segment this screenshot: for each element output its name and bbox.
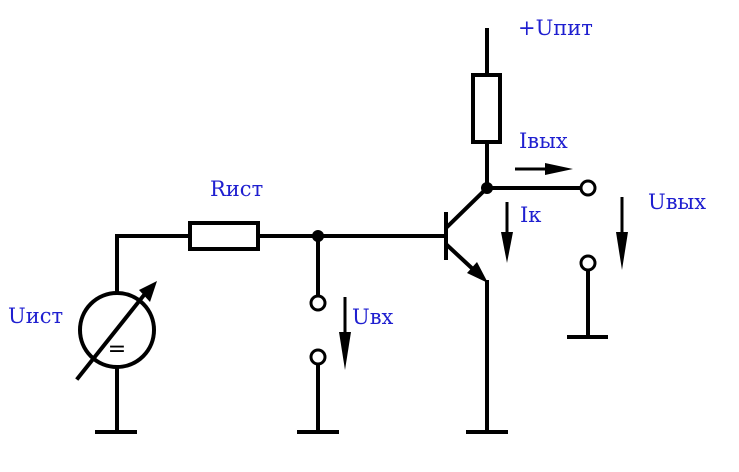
- input-voltage-arrow: [339, 297, 351, 370]
- collector-resistor: [471, 73, 502, 144]
- output-voltage-label: Uвых: [648, 190, 706, 214]
- output-current-arrow: [515, 163, 573, 175]
- voltage-source-adjust-line: [75, 287, 151, 381]
- input-voltage-label: Uвх: [352, 305, 394, 329]
- supply-label: +Uпит: [518, 16, 593, 40]
- collector-current-arrow: [501, 202, 513, 263]
- output-voltage-arrow: [616, 197, 628, 270]
- input-terminal-bottom: [309, 348, 327, 366]
- input-terminal-top: [309, 294, 327, 312]
- collector-current-label: Iк: [520, 203, 541, 227]
- source-resistor-label: Rист: [210, 177, 263, 201]
- source-voltage-label: Uист: [8, 304, 63, 328]
- emitter-arrow: [467, 262, 488, 283]
- output-current-label: Iвых: [519, 129, 568, 153]
- source-resistor: [188, 221, 260, 251]
- output-terminal-top: [579, 179, 597, 197]
- output-terminal-bottom: [579, 254, 597, 272]
- voltage-source-adjust-arrowhead: [139, 281, 157, 302]
- transistor-emitter-lead: [445, 243, 479, 275]
- voltage-source-symbol: =: [108, 337, 126, 362]
- transistor-collector-lead: [445, 185, 490, 229]
